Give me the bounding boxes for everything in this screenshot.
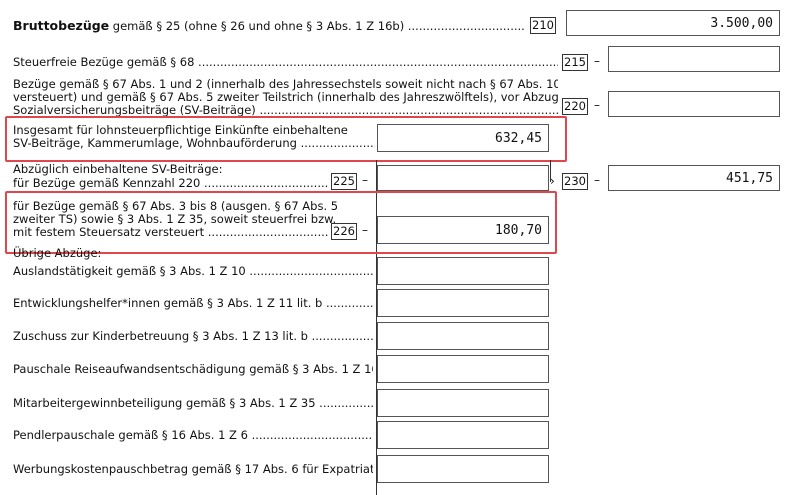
bracket-line [376, 160, 377, 495]
value-220-field[interactable] [608, 91, 780, 117]
bruttobezuege-label: Bruttobezüge gemäß § 25 (ohne § 26 und o… [13, 19, 525, 33]
other-deduction-label: Zuschuss zur Kinderbetreuung § 3 Abs. 1 … [13, 330, 373, 343]
other-deduction-label: Auslandstätigkeit gemäß § 3 Abs. 1 Z 10 … [13, 265, 373, 278]
abzueglich-sv-label-line2: für Bezüge gemäß Kennzahl 220 ..........… [13, 177, 328, 190]
value-215-field[interactable] [608, 46, 780, 72]
minus-226: – [362, 223, 368, 237]
other-deduction-label: Mitarbeitergewinnbeteiligung gemäß § 3 A… [13, 397, 373, 410]
other-deduction-value-field[interactable] [377, 322, 549, 350]
value-210-field[interactable]: 3.500,00 [566, 10, 780, 36]
abzueglich-sv-label-line1: Abzüglich einbehaltene SV-Beiträge: [13, 163, 223, 176]
bezuege-67-label-line3: Sozialversicherungsbeiträge (SV-Beiträge… [13, 104, 558, 117]
bezuege-67-label-line2: versteuert) und gemäß § 67 Abs. 5 zweite… [13, 91, 558, 104]
minus-225: – [362, 173, 368, 187]
other-deduction-value-field[interactable] [377, 421, 549, 449]
other-deduction-value-field[interactable] [377, 257, 549, 285]
value-230-field[interactable]: 451,75 [608, 165, 780, 191]
other-deduction-label: Pendlerpauschale gemäß § 16 Abs. 1 Z 6 .… [13, 429, 373, 442]
code-230: 230 [562, 173, 588, 190]
bracket-tip: › [550, 174, 555, 188]
minus-220: – [594, 98, 600, 112]
value-225-field[interactable] [377, 165, 549, 191]
bezuege-67-3-8-label-line3: mit festem Steuersatz versteuert .......… [13, 226, 328, 239]
other-deduction-value-field[interactable] [377, 355, 549, 383]
steuerfreie-bezuege-label: Steuerfreie Bezüge gemäß § 68 ..........… [13, 56, 558, 69]
highlight-box-226 [5, 191, 557, 254]
minus-230: – [594, 173, 600, 187]
code-226: 226 [331, 223, 357, 240]
bracket-right-line [550, 160, 551, 182]
insgesamt-label-line1: Insgesamt für lohnsteuerpflichtige Einkü… [13, 124, 348, 137]
other-deduction-value-field[interactable] [377, 455, 549, 483]
other-deduction-value-field[interactable] [377, 289, 549, 317]
code-220: 220 [562, 98, 588, 115]
other-deduction-value-field[interactable] [377, 389, 549, 417]
uebrige-abzuege-heading: Übrige Abzüge: [13, 246, 102, 260]
bezuege-67-3-8-label-line1: für Bezüge gemäß § 67 Abs. 3 bis 8 (ausg… [13, 200, 339, 213]
code-225: 225 [331, 173, 357, 190]
value-226-field[interactable]: 180,70 [377, 216, 549, 244]
insgesamt-value-field[interactable]: 632,45 [377, 124, 549, 152]
other-deduction-label: Pauschale Reiseaufwandsentschädigung gem… [13, 363, 373, 376]
bezuege-67-label-line1: Bezüge gemäß § 67 Abs. 1 und 2 (innerhal… [13, 78, 558, 91]
insgesamt-label-line2: SV-Beiträge, Kammerumlage, Wohnbauförder… [13, 137, 375, 150]
other-deduction-label: Entwicklungshelfer*innen gemäß § 3 Abs. … [13, 297, 373, 310]
highlight-box-insgesamt [5, 116, 567, 162]
code-215: 215 [562, 54, 588, 71]
minus-215: – [594, 54, 600, 68]
other-deduction-label: Werbungskostenpauschbetrag gemäß § 17 Ab… [13, 463, 373, 476]
bezuege-67-3-8-label-line2: zweiter TS) sowie § 3 Abs. 1 Z 35, sowei… [13, 213, 337, 226]
code-210: 210 [530, 17, 556, 34]
